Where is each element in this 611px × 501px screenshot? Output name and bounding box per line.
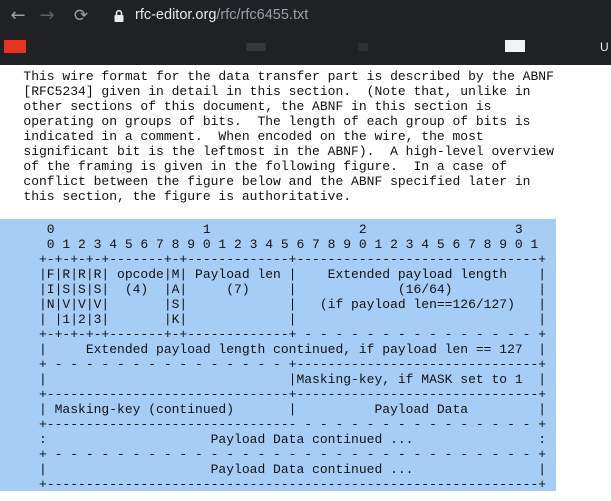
url-host: rfc-editor.org: [135, 7, 217, 23]
figure-line: | |1|2|3| |K| | |: [0, 312, 547, 327]
browser-toolbar: ← → ⟳ rfc-editor.org/rfc/rfc6455.txt: [0, 0, 611, 32]
paragraph-line: operating on groups of bits. The length …: [0, 114, 531, 129]
figure-line: |I|S|S|S| (4) |A| (7) | (16/64) |: [0, 282, 547, 297]
paragraph-line: significant bit is the leftmost in the A…: [0, 144, 554, 159]
paragraph-line: [RFC5234] given in detail in this sectio…: [0, 84, 531, 99]
figure-line: +-+-+-+-+-------+-+-------------+-------…: [0, 252, 547, 267]
figure-line: 0 1 2 3: [0, 222, 523, 237]
figure-line: | Masking-key (continued) | Payload Data…: [0, 402, 547, 417]
figure-line: | Payload Data continued ... |: [0, 462, 547, 477]
address-bar[interactable]: rfc-editor.org/rfc/rfc6455.txt: [104, 4, 611, 28]
figure-line: : Payload Data continued ... :: [0, 432, 547, 447]
document-view: This wire format for the data transfer p…: [0, 65, 611, 501]
bookmark-favicon[interactable]: [4, 40, 26, 53]
back-arrow-icon[interactable]: ←: [10, 5, 26, 26]
figure-line: + - - - - - - - - - - - - - - - - - - - …: [0, 447, 547, 462]
url-text[interactable]: rfc-editor.org/rfc/rfc6455.txt: [135, 7, 308, 23]
bookmark-item[interactable]: [246, 43, 266, 51]
bookmark-item[interactable]: [358, 43, 368, 51]
figure-line: +---------------------------------------…: [0, 477, 547, 492]
paragraph-line: conflict between the figure below and th…: [0, 174, 531, 189]
figure-line: | |Masking-key, if MASK set to 1 |: [0, 372, 547, 387]
bookmark-overflow[interactable]: U: [600, 40, 609, 54]
figure-line: +-+-+-+-+-------+-+-------------+ - - - …: [0, 327, 547, 342]
abnf-description-paragraph: This wire format for the data transfer p…: [0, 69, 554, 204]
forward-arrow-icon[interactable]: →: [39, 5, 55, 26]
lock-icon[interactable]: [112, 9, 126, 23]
bookmark-favicon[interactable]: [505, 40, 525, 52]
paragraph-line: this section, the figure is authoritativ…: [0, 189, 352, 204]
url-path: /rfc/rfc6455.txt: [216, 7, 309, 23]
figure-line: 0 1 2 3 4 5 6 7 8 9 0 1 2 3 4 5 6 7 8 9 …: [0, 237, 539, 252]
figure-line: + - - - - - - - - - - - - - - - +-------…: [0, 357, 547, 372]
figure-line: | Extended payload length continued, if …: [0, 342, 547, 357]
figure-line: |F|R|R|R| opcode|M| Payload len | Extend…: [0, 267, 547, 282]
paragraph-line: other sections of this document, the ABN…: [0, 99, 492, 114]
figure-line: +-------------------------------- - - - …: [0, 417, 547, 432]
bookmarks-bar: U: [0, 32, 611, 65]
text-selection-highlight: [0, 219, 556, 491]
paragraph-line: indicated in a comment. When encoded on …: [0, 129, 484, 144]
paragraph-line: of the framing is given in the following…: [0, 159, 508, 174]
figure-line: +-------------------------------+-------…: [0, 387, 547, 402]
paragraph-line: This wire format for the data transfer p…: [0, 69, 554, 84]
framing-figure: 0 1 2 3 0 1 2 3 4 5 6 7 8 9 0 1 2 3 4 5 …: [0, 222, 546, 492]
reload-icon[interactable]: ⟳: [73, 6, 89, 26]
figure-line: |N|V|V|V| |S| | (if payload len==126/127…: [0, 297, 547, 312]
